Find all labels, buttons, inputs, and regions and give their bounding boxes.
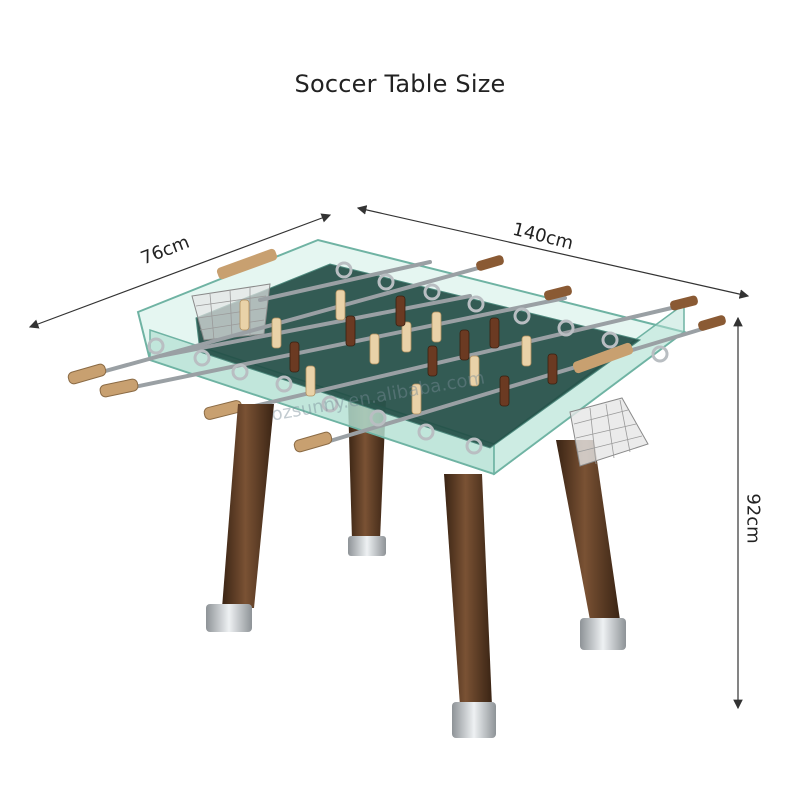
- players-light: [239, 289, 532, 415]
- width-dimension-arrow: [28, 213, 332, 329]
- rail-handle-right: [572, 342, 634, 374]
- diagram-title: Soccer Table Size: [294, 70, 506, 98]
- length-dimension-arrow: [356, 205, 750, 299]
- table-leg-front-right: [444, 474, 496, 738]
- rail-handle-left: [216, 248, 278, 280]
- playing-field: [196, 264, 640, 448]
- table-leg-back-right: [556, 440, 626, 650]
- rod-handles-far: [476, 255, 726, 331]
- rod-bumpers: [147, 261, 669, 455]
- goal-net-left: [191, 283, 271, 341]
- height-dimension-label: 92cm: [742, 493, 764, 544]
- players-dark: [289, 295, 558, 407]
- rod-handles: [67, 363, 333, 453]
- table-leg-front-left: [206, 404, 274, 632]
- goal-net-right: [569, 397, 649, 467]
